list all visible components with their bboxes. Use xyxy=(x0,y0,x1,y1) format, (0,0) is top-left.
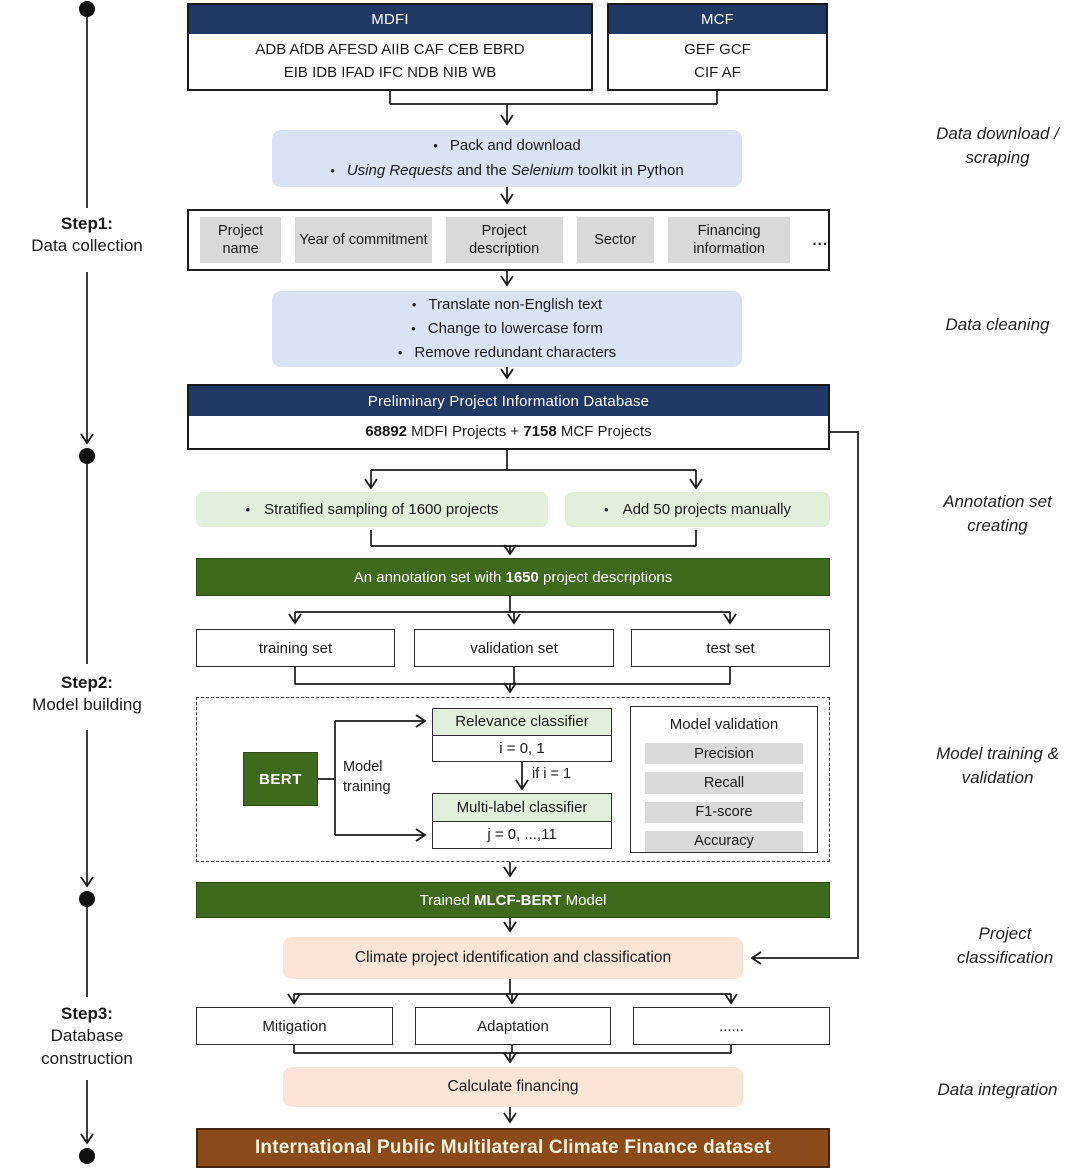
timeline-dot xyxy=(79,1148,95,1164)
metric-precision: Precision xyxy=(645,743,803,765)
bullet-icon: • xyxy=(604,502,609,517)
multilabel-classifier-title: Multi-label classifier xyxy=(433,794,611,822)
connector-category-split xyxy=(294,979,731,995)
bert-box: BERT xyxy=(243,752,318,806)
mdfi-line2: EIB IDB IFAD IFC NDB NIB WB xyxy=(283,63,497,81)
bullet-icon: • xyxy=(330,162,335,178)
field-cell-year: Year of commitment xyxy=(295,217,432,263)
stage-label-cleaning: Data cleaning xyxy=(945,315,1050,334)
step3-label: Step3: Database construction xyxy=(22,1003,152,1071)
mdfi-source-box: MDFI ADB AfDB AFESD AIIB CAF CEB EBRD EI… xyxy=(187,3,593,91)
connector-sets-split xyxy=(295,596,730,613)
stage-label-annotation: Annotation set creating xyxy=(943,492,1052,535)
step2-label: Step2: Model building xyxy=(12,672,162,717)
stage-label-classification: Project classification xyxy=(956,924,1054,967)
cleaning-bullet-2: • Change to lowercase form xyxy=(411,317,603,341)
connector-sets-merge xyxy=(294,667,731,685)
model-validation-title: Model validation xyxy=(669,716,779,733)
connector-sampling-split xyxy=(371,450,696,471)
fields-table: Project name Year of commitment Project … xyxy=(187,209,830,271)
step2-subtitle: Model building xyxy=(32,695,142,715)
condition-label: if i = 1 xyxy=(532,766,572,782)
metric-recall: Recall xyxy=(645,772,803,794)
bullet-icon: • xyxy=(411,297,417,312)
connector-sampling-merge xyxy=(370,530,697,547)
step3-subtitle: Database construction xyxy=(41,1026,133,1068)
step2-title: Step2: xyxy=(61,673,113,692)
arrow-database-to-classification xyxy=(750,431,859,965)
mcf-project-count: 7158 xyxy=(523,422,557,440)
download-step-box: • Pack and download • Using Requests and… xyxy=(272,130,742,187)
stage-label-download: Data download / scraping xyxy=(936,124,1059,167)
model-validation-box: Model validation Precision Recall F1-sco… xyxy=(630,706,818,853)
cleaning-step-box: • Translate non-English text • Change to… xyxy=(272,291,742,367)
stratified-sampling-box: • Stratified sampling of 1600 projects xyxy=(196,492,548,527)
adaptation-box: Adaptation xyxy=(415,1007,611,1045)
multilabel-classifier-value: j = 0, ...,11 xyxy=(487,826,557,844)
step1-label: Step1: Data collection xyxy=(12,213,162,258)
mcf-line1: GEF GCF xyxy=(684,41,751,58)
cleaning-bullet-3: • Remove redundant characters xyxy=(398,341,616,365)
financing-step-box: Calculate financing xyxy=(283,1067,743,1107)
connector-bert-bracket xyxy=(318,721,336,835)
timeline-dot xyxy=(79,448,95,464)
manual-add-box: • Add 50 projects manually xyxy=(565,492,830,527)
annotation-set-bar: An annotation set with 1650 project desc… xyxy=(196,558,830,596)
connector-category-merge xyxy=(293,1045,732,1054)
field-cell-description: Project description xyxy=(445,217,563,263)
mdfi-body: ADB AfDB AFESD AIIB CAF CEB EBRD EIB IDB… xyxy=(189,34,591,89)
preliminary-database-box: Preliminary Project Information Database… xyxy=(187,384,830,450)
test-set-box: test set xyxy=(631,629,830,667)
classification-step-box: Climate project identification and class… xyxy=(283,937,743,979)
metric-f1: F1-score xyxy=(645,801,803,823)
model-building-container xyxy=(196,697,830,862)
step1-subtitle: Data collection xyxy=(31,236,143,256)
field-cell-project-name: Project name xyxy=(200,217,282,263)
relevance-classifier-title: Relevance classifier xyxy=(433,709,611,736)
final-dataset-bar: International Public Multilateral Climat… xyxy=(196,1128,830,1168)
other-category-box: ...... xyxy=(633,1007,830,1045)
timeline-dot xyxy=(79,891,95,907)
trained-model-bar: Trained MLCF-BERT Model xyxy=(196,882,830,918)
training-set-box: training set xyxy=(196,629,395,667)
connector-sources-join xyxy=(389,90,718,105)
bullet-icon: • xyxy=(411,321,416,336)
annotation-count: 1650 xyxy=(505,568,539,586)
relevance-classifier-box: Relevance classifier i = 0, 1 xyxy=(432,708,612,762)
mdfi-line1: ADB AfDB AFESD AIIB CAF CEB EBRD xyxy=(255,41,525,58)
timeline-track xyxy=(79,1,95,1164)
bullet-icon: • xyxy=(433,137,438,153)
mdfi-project-count: 68892 xyxy=(365,422,408,440)
field-cell-financing: Financing information xyxy=(667,217,791,263)
database-header: Preliminary Project Information Database xyxy=(189,386,828,416)
mitigation-box: Mitigation xyxy=(196,1007,393,1045)
metric-accuracy: Accuracy xyxy=(645,830,803,852)
step1-title: Step1: xyxy=(61,214,113,233)
database-counts: 68892 MDFI Projects + 7158 MCF Projects xyxy=(189,416,828,448)
stage-label-integration: Data integration xyxy=(937,1080,1058,1099)
relevance-classifier-value: i = 0, 1 xyxy=(499,739,545,757)
timeline-dot xyxy=(79,1,95,17)
bullet-icon: • xyxy=(397,345,403,360)
fields-row: Project name Year of commitment Project … xyxy=(189,211,828,269)
mcf-body: GEF GCF CIF AF xyxy=(609,34,826,89)
field-cell-sector: Sector xyxy=(576,217,654,263)
fields-ellipsis: ... xyxy=(812,231,828,249)
mcf-header: MCF xyxy=(609,5,826,34)
multilabel-classifier-box: Multi-label classifier j = 0, ...,11 xyxy=(432,793,612,849)
trained-model-name: MLCF-BERT xyxy=(473,891,562,909)
stage-label-training: Model training & validation xyxy=(936,744,1059,787)
bullet-icon: • xyxy=(245,502,251,517)
mcf-line2: CIF AF xyxy=(694,63,741,81)
download-bullet-1: • Pack and download xyxy=(433,134,581,159)
validation-set-box: validation set xyxy=(414,629,614,667)
download-bullet-2: • Using Requests and the Selenium toolki… xyxy=(330,159,683,184)
model-training-label: Model training xyxy=(343,759,391,795)
mcf-source-box: MCF GEF GCF CIF AF xyxy=(607,3,828,91)
step3-title: Step3: xyxy=(61,1004,113,1023)
mdfi-header: MDFI xyxy=(189,5,591,34)
flow-connectors xyxy=(287,90,859,1124)
cleaning-bullet-1: • Translate non-English text xyxy=(412,293,602,317)
